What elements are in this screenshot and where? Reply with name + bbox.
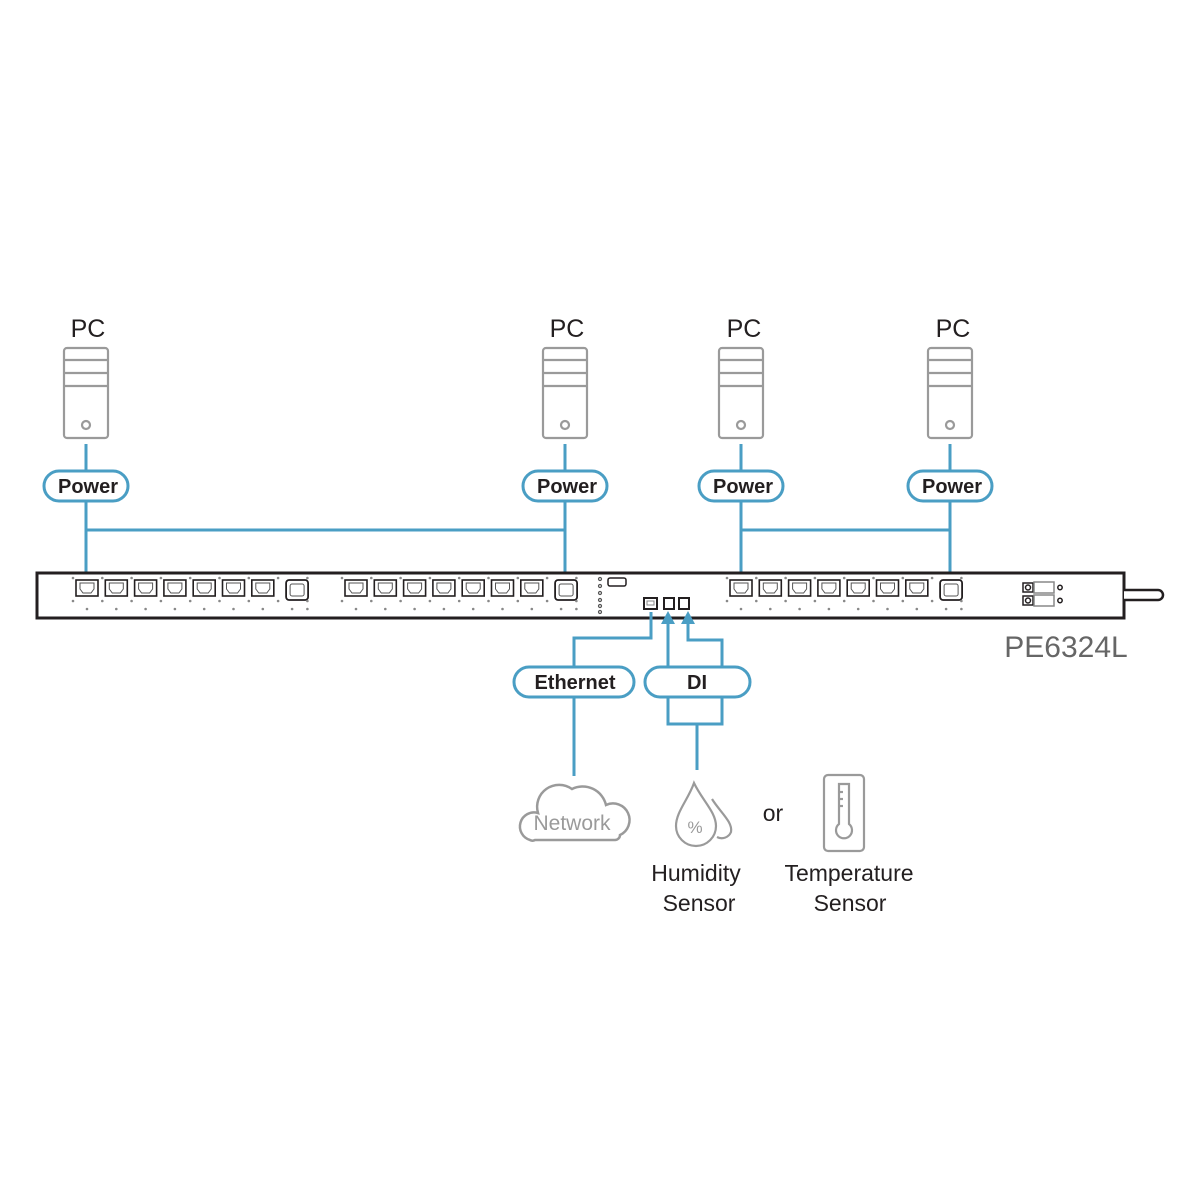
ethernet-port bbox=[643, 597, 658, 610]
c13-outlet bbox=[218, 576, 246, 611]
network-cloud-icon: Network bbox=[518, 783, 631, 842]
svg-text:Power: Power bbox=[922, 476, 982, 498]
c19-outlet bbox=[545, 576, 578, 611]
power-label-2: Power bbox=[521, 469, 609, 503]
c13-outlet bbox=[872, 576, 900, 611]
di-label: DI bbox=[643, 665, 752, 699]
c13-outlet bbox=[399, 576, 427, 611]
pc-node-3: PC bbox=[717, 315, 765, 440]
model-label: PE6324L bbox=[1004, 631, 1127, 664]
pc-node-4: PC bbox=[926, 315, 974, 440]
outlet-bank-2 bbox=[340, 576, 578, 611]
svg-text:Power: Power bbox=[537, 476, 597, 498]
humidity-sensor-label-2: Sensor bbox=[663, 890, 736, 916]
c13-outlet bbox=[457, 576, 486, 611]
network-label: Network bbox=[533, 812, 611, 835]
c13-outlet bbox=[901, 576, 929, 611]
di-port-2 bbox=[678, 597, 690, 610]
circuit-breakers bbox=[1022, 581, 1063, 607]
humidity-sensor-icon: % bbox=[674, 780, 733, 848]
thermometer-icon bbox=[822, 773, 866, 853]
svg-text:Ethernet: Ethernet bbox=[534, 672, 615, 694]
display-window bbox=[607, 577, 627, 587]
screw-dot bbox=[575, 599, 578, 603]
screw-dot bbox=[960, 599, 963, 603]
temperature-sensor-label-2: Sensor bbox=[814, 890, 887, 916]
di-port-1 bbox=[663, 597, 675, 610]
svg-text:%: % bbox=[687, 818, 702, 837]
svg-text:DI: DI bbox=[687, 672, 707, 694]
or-separator: or bbox=[763, 800, 784, 826]
screw-dot bbox=[960, 576, 963, 580]
outlet-banks bbox=[71, 576, 963, 611]
c13-outlet bbox=[188, 576, 216, 611]
c13-outlet bbox=[813, 576, 841, 611]
screw-dot bbox=[306, 607, 309, 611]
power-cord bbox=[1124, 588, 1165, 602]
c13-outlet bbox=[784, 576, 812, 611]
di-arrow-icon bbox=[661, 611, 675, 624]
pc-node-2: PC bbox=[541, 315, 589, 440]
pc-tower-icon bbox=[717, 346, 765, 440]
temperature-sensor-label-1: Temperature bbox=[784, 860, 913, 886]
screw-dot bbox=[575, 576, 578, 580]
c13-outlet bbox=[71, 576, 99, 611]
status-leds bbox=[597, 576, 603, 615]
outlet-bank-1 bbox=[71, 576, 310, 611]
svg-text:Power: Power bbox=[58, 476, 118, 498]
pc-tower-icon bbox=[62, 346, 110, 440]
c19-outlet bbox=[276, 576, 310, 611]
c13-outlet bbox=[842, 576, 871, 611]
power-cables bbox=[84, 444, 952, 580]
c19-outlet bbox=[930, 576, 963, 611]
c13-outlet bbox=[159, 576, 187, 611]
screw-dot bbox=[306, 576, 309, 580]
screw-dot bbox=[306, 599, 309, 603]
di-arrow-icon bbox=[681, 611, 695, 624]
c13-outlet bbox=[487, 576, 515, 611]
c13-outlet bbox=[428, 576, 456, 611]
port-cables bbox=[572, 612, 724, 776]
outlet-bank-3 bbox=[725, 576, 963, 611]
c13-outlet bbox=[340, 576, 368, 611]
c13-outlet bbox=[725, 576, 753, 611]
power-label-3: Power bbox=[697, 469, 785, 503]
pc-label: PC bbox=[936, 315, 971, 343]
pc-label: PC bbox=[727, 315, 762, 343]
humidity-sensor-label-1: Humidity bbox=[651, 860, 741, 886]
c13-outlet bbox=[101, 576, 129, 611]
c13-outlet bbox=[130, 576, 158, 611]
c13-outlet bbox=[370, 576, 398, 611]
pc-label: PC bbox=[550, 315, 585, 343]
c13-outlet bbox=[516, 576, 544, 611]
screw-dot bbox=[960, 607, 963, 611]
c13-outlet bbox=[755, 576, 783, 611]
pc-tower-icon bbox=[541, 346, 589, 440]
ethernet-label: Ethernet bbox=[512, 665, 636, 699]
pc-node-1: PC bbox=[62, 315, 110, 440]
screw-dot bbox=[575, 607, 578, 611]
svg-text:Power: Power bbox=[713, 476, 773, 498]
pdu-unit bbox=[35, 571, 1165, 620]
power-label-4: Power bbox=[906, 469, 994, 503]
pc-label: PC bbox=[71, 315, 106, 343]
pc-tower-icon bbox=[926, 346, 974, 440]
power-label-1: Power bbox=[42, 469, 130, 503]
c13-outlet bbox=[247, 576, 275, 611]
